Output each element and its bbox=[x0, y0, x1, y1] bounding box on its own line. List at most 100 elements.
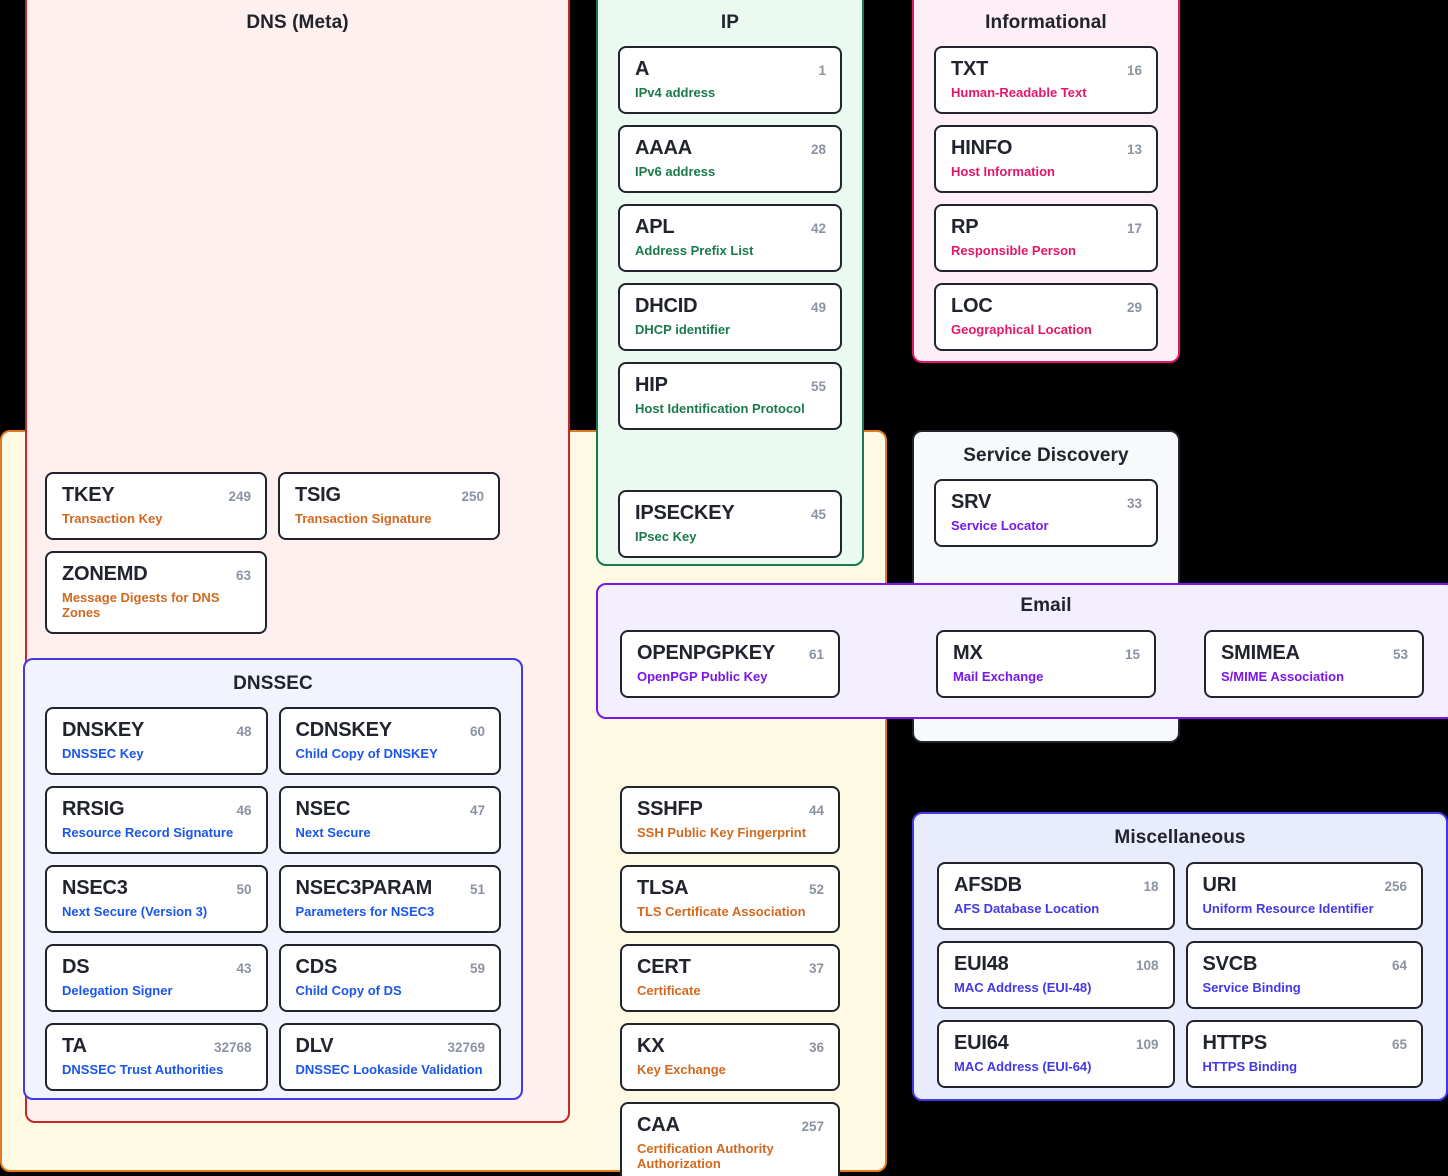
record-card-header: DS 43 bbox=[62, 955, 252, 978]
record-type-number: 1 bbox=[818, 63, 826, 78]
record-description: Key Exchange bbox=[637, 1061, 726, 1077]
panel-title-miscellaneous: Miscellaneous bbox=[1114, 827, 1246, 848]
record-type-number: 13 bbox=[1126, 141, 1142, 157]
record-type-number: 32769 bbox=[447, 1039, 485, 1055]
record-description: Next Secure bbox=[295, 824, 371, 840]
record-type-label: SRV bbox=[951, 491, 992, 513]
record-description: TLS Certificate Association bbox=[637, 903, 806, 919]
record-type-label: CAA bbox=[637, 1113, 680, 1136]
record-type-label: A bbox=[635, 58, 650, 80]
record-type-label: DS bbox=[62, 955, 90, 978]
record-type-number: 50 bbox=[236, 881, 252, 897]
record-type-label: SVCB bbox=[1202, 952, 1258, 975]
record-type-label: AFSDB bbox=[954, 874, 1022, 896]
record-description: Child Copy of DS bbox=[295, 982, 402, 998]
record-type-label: HIP bbox=[635, 373, 668, 396]
record-description: MAC Address (EUI-48) bbox=[954, 979, 1092, 995]
record-type-number: 18 bbox=[1143, 879, 1159, 894]
record-type-label: HINFO bbox=[951, 136, 1013, 159]
record-type-number: 49 bbox=[810, 299, 826, 315]
record-type-number: 43 bbox=[236, 960, 252, 976]
record-type-label: EUI64 bbox=[954, 1031, 1009, 1054]
record-type-number: 44 bbox=[808, 803, 824, 818]
record-type-number: 55 bbox=[810, 378, 826, 394]
record-type-label: TXT bbox=[951, 58, 989, 80]
record-description: Transaction Key bbox=[62, 511, 163, 526]
record-card-header: AFSDB 18 bbox=[954, 875, 1159, 896]
record-type-number: 33 bbox=[1126, 496, 1142, 511]
record-type-label: TLSA bbox=[637, 876, 689, 899]
record-description: Mail Exchange bbox=[953, 669, 1044, 684]
record-description: MAC Address (EUI-64) bbox=[954, 1058, 1092, 1074]
record-card-header: HINFO 13 bbox=[951, 136, 1142, 159]
record-type-number: 45 bbox=[810, 506, 826, 522]
record-description: Child Copy of DNSKEY bbox=[295, 746, 438, 761]
record-type-number: 59 bbox=[469, 960, 485, 976]
